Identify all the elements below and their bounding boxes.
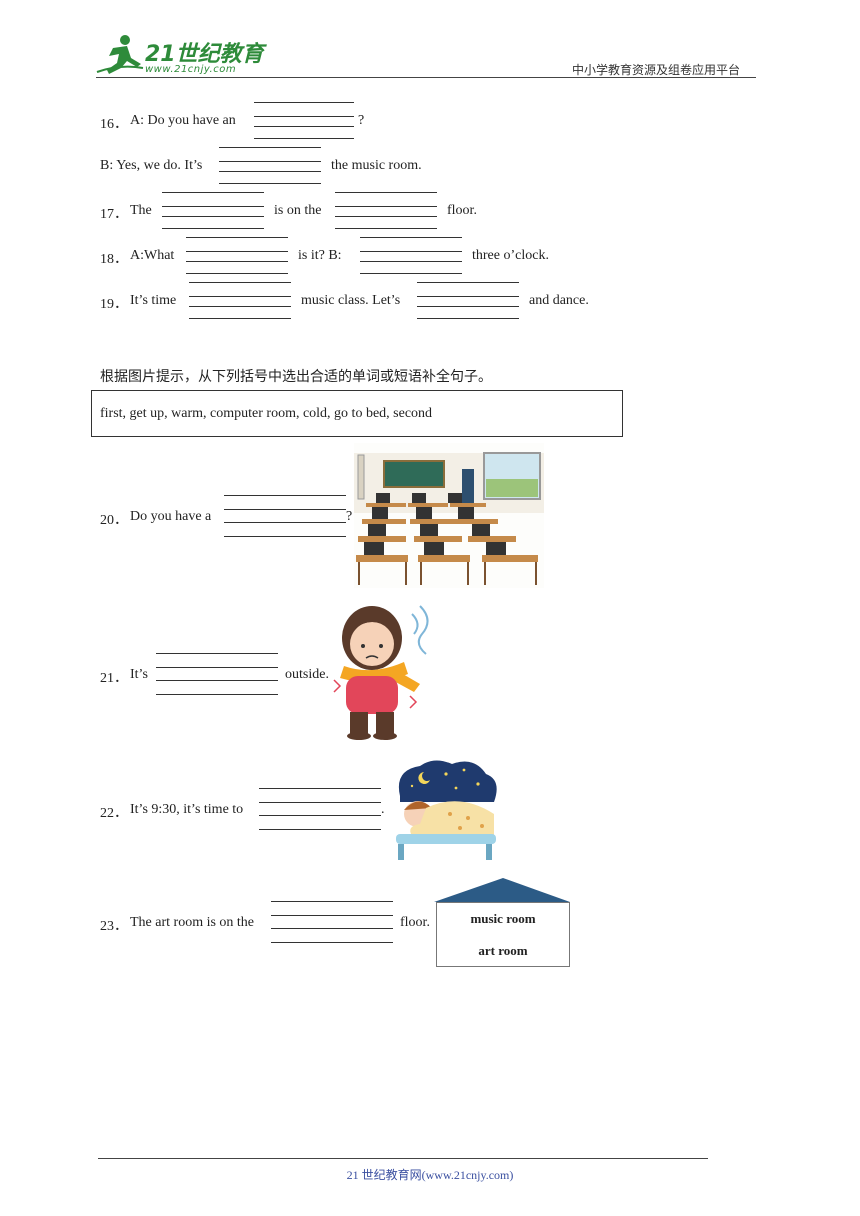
q19-answer-blank-1[interactable] [189, 282, 291, 322]
q20-number: 20． [100, 513, 128, 528]
q23-text-pre: The art room is on the [130, 915, 255, 930]
floor-bottom: art room [436, 935, 570, 967]
q19-text-mid: music class. Let’s [301, 293, 401, 308]
q23-answer-blank[interactable] [271, 901, 393, 943]
q22-answer-blank[interactable] [259, 788, 381, 830]
q20-text-pre: Do you have a [130, 509, 212, 524]
q16-text-post: ? [358, 113, 365, 128]
q17-number: 17． [100, 207, 128, 222]
cold-girl-image [333, 605, 429, 740]
q18-answer-blank-1[interactable] [186, 237, 288, 277]
q17-text-pre: The [130, 203, 152, 218]
sleeping-boy-image [396, 760, 497, 860]
q17-text-mid: is on the [274, 203, 322, 218]
footer-rule [98, 1158, 708, 1159]
q16-answer-blank[interactable] [254, 102, 354, 142]
q21-text-pre: It’s [130, 667, 148, 682]
q19-text-pre: It’s time [130, 293, 177, 308]
q22-text-pre: It’s 9:30, it’s time to [130, 802, 244, 817]
q23-number: 23． [100, 919, 128, 934]
q18-answer-blank-2[interactable] [360, 237, 462, 277]
q22-text-post: . [381, 802, 385, 817]
header-logo: 21世纪教育 www.21cnjy.com [95, 34, 265, 78]
floor-bottom-label: art room [478, 943, 528, 958]
floor-top: music room [436, 902, 570, 936]
header-platform-text: 中小学教育资源及组卷应用平台 [572, 63, 741, 77]
footer-text[interactable]: 21 世纪教育网(www.21cnjy.com) [346, 1168, 514, 1182]
q17-answer-blank-1[interactable] [162, 192, 264, 232]
roof-icon [434, 878, 570, 902]
q22-number: 22． [100, 806, 128, 821]
q17-text-post: floor. [447, 203, 477, 218]
word-bank-text: first, get up, warm, computer room, cold… [100, 406, 433, 421]
q19-answer-blank-2[interactable] [417, 282, 519, 322]
q16-text-pre: A: Do you have an [130, 113, 236, 128]
logo-title: 21世纪教育 [145, 42, 264, 67]
logo-url: www.21cnjy.com [145, 64, 237, 75]
q16b-answer-blank[interactable] [219, 147, 321, 187]
header-rule [96, 77, 756, 78]
q16-number: 16． [100, 117, 128, 132]
q23-text-post: floor. [400, 915, 430, 930]
building-diagram: music room art room [434, 876, 572, 970]
q20-answer-blank[interactable] [224, 495, 346, 537]
q17-answer-blank-2[interactable] [335, 192, 437, 232]
runner-logo-icon [96, 35, 144, 74]
q19-text-post: and dance. [529, 293, 589, 308]
q21-answer-blank[interactable] [156, 653, 278, 695]
q16b-text-pre: B: Yes, we do. It’s [100, 158, 203, 173]
floor-top-label: music room [470, 911, 536, 926]
q20-text-post: ? [346, 509, 353, 524]
q18-text-mid: is it? B: [298, 248, 342, 263]
q16b-text-post: the music room. [331, 158, 422, 173]
q21-text-post: outside. [285, 667, 329, 682]
q18-number: 18． [100, 252, 128, 267]
classroom-computers-image [354, 443, 544, 588]
q19-number: 19． [100, 297, 128, 312]
q18-text-pre: A:What [130, 248, 175, 263]
q21-number: 21． [100, 671, 128, 686]
word-bank-box: first, get up, warm, computer room, cold… [91, 390, 623, 437]
section-instruction: 根据图片提示，从下列括号中选出合适的单词或短语补全句子。 [100, 369, 492, 385]
q18-text-post: three o’clock. [472, 248, 549, 263]
